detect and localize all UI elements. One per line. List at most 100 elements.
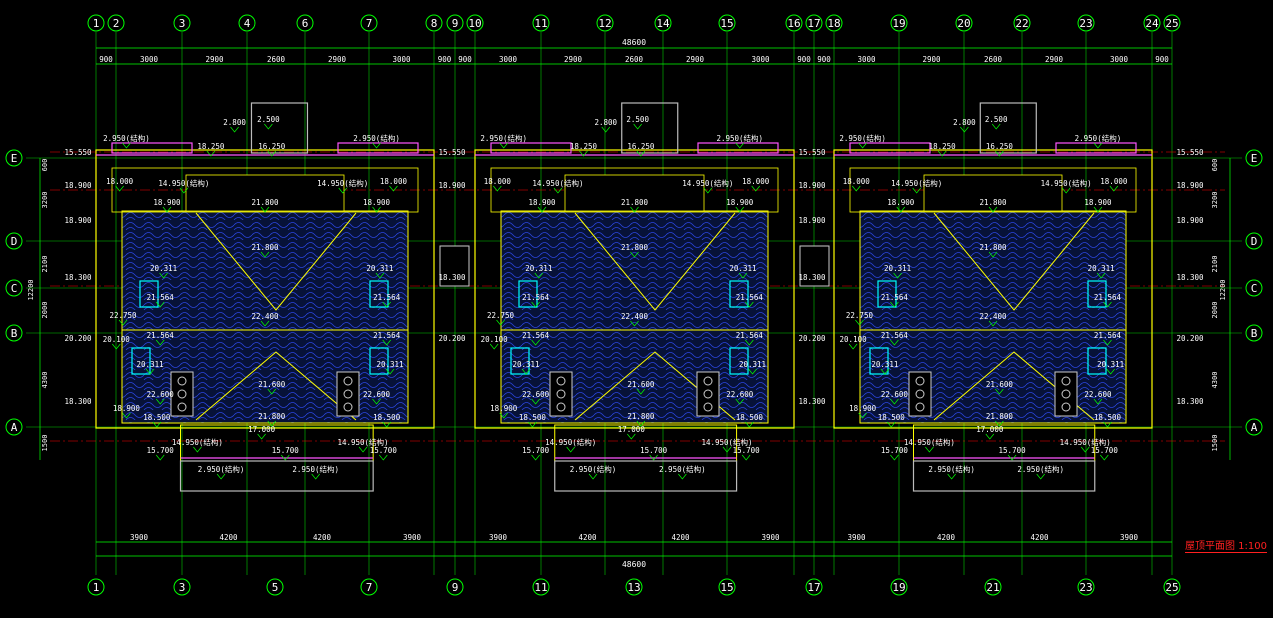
elev-marker [385, 368, 395, 375]
elev-left-14950: 14.950(结构) [158, 178, 209, 188]
elev-left-22600: 22.600 [881, 390, 909, 399]
vent-hole [1061, 389, 1071, 399]
elev-marker [155, 454, 165, 461]
elev-marker [1103, 339, 1112, 346]
elev-bottom-21800: 21.800 [986, 412, 1014, 421]
elev-bottom-2950-r: 2.950(结构) [292, 464, 339, 474]
elev-marker [537, 206, 547, 213]
elev-marker [1007, 454, 1017, 461]
elev-right-21564: 21.564 [1094, 293, 1122, 302]
elev-bottom-15700-l: 15.700 [147, 446, 175, 455]
elev-marker [886, 421, 896, 428]
building-outline [95, 149, 435, 429]
elev-marker [649, 454, 658, 461]
elev-marker [947, 473, 956, 480]
skylight [510, 347, 530, 375]
elev-marker [735, 142, 745, 149]
elev-marker [372, 142, 381, 149]
elev-marker [735, 206, 745, 213]
elev-left-20311: 20.311 [150, 264, 177, 273]
axis-bubble-bottom-circle [984, 578, 1002, 596]
axis-bubble-left: B [11, 327, 18, 340]
elev-marker [179, 187, 189, 194]
dim-top-segment: 900 [99, 55, 113, 64]
elev-marker [382, 339, 391, 346]
skylight [369, 347, 389, 375]
elev-marker [493, 185, 502, 192]
vent-hole [703, 376, 713, 386]
elev-marker [155, 301, 165, 308]
elev-marker [260, 206, 270, 213]
axis-bubble-bottom: 9 [452, 581, 459, 594]
elev-gap2-row2: 18.900 [798, 216, 826, 225]
skylight [518, 280, 538, 308]
elev-left-14950: 14.950(结构) [532, 178, 583, 188]
elev-balcony-right: 2.950(结构) [716, 133, 763, 143]
elev-marker [855, 319, 864, 326]
elev-marker [531, 339, 540, 346]
elev-eave-17000: 17.000 [248, 425, 276, 434]
stair-head [439, 245, 470, 287]
skylight [729, 347, 749, 375]
axis-bubble-right-circle [1245, 324, 1263, 342]
elev-right-18500: 18.500 [1094, 413, 1122, 422]
elev-bottom-15700-r: 15.700 [733, 446, 761, 455]
hip-ridge-upper [574, 212, 736, 311]
dim-bottom-segment: 3900 [1120, 533, 1139, 542]
elev-left-18500: 18.500 [519, 413, 547, 422]
axis-bubble-top-circle [238, 14, 256, 32]
vent-hole [177, 389, 187, 399]
tile-roof-area [121, 210, 409, 424]
elev-marker [162, 206, 172, 213]
dim-left-segment: 4300 [41, 372, 49, 389]
elev-marker [531, 454, 540, 461]
elev-right-21564: 21.564 [736, 293, 764, 302]
axis-bubble-left: D [11, 235, 18, 248]
elev-bottom-14950-l: 14.950(结构) [545, 437, 596, 447]
elev-gap1-e: 15.550 [438, 148, 466, 157]
elev-center-22400: 22.400 [621, 312, 649, 321]
elev-center-22400: 22.400 [251, 312, 279, 321]
dim-bottom-segment: 4200 [313, 533, 332, 542]
elev-bottom-15700-l: 15.700 [522, 446, 550, 455]
axis-bubble-bottom: 7 [366, 581, 373, 594]
elev-marker [579, 150, 588, 157]
axis-bubble-bottom-circle [87, 578, 105, 596]
elev-bottom-21564-left: 21.564 [522, 331, 550, 340]
axis-bubble-right: E [1251, 152, 1258, 165]
elev-marker [995, 388, 1004, 395]
axis-bubble-top-circle [805, 14, 823, 32]
elev-gap1-b: 20.200 [438, 334, 466, 343]
elev-gap1-c: 18.300 [438, 273, 466, 282]
vent-hole [915, 402, 925, 412]
axis-bubble-right: A [1251, 421, 1258, 434]
elev-left-22750: 22.750 [109, 311, 137, 320]
dim-bottom-segment: 4200 [1030, 533, 1049, 542]
axis-bubble-bottom: 25 [1165, 581, 1178, 594]
elev-marker [260, 320, 270, 327]
chimney-vent [696, 371, 720, 417]
elev-marker [264, 123, 273, 130]
elev-left-20100: 20.100 [103, 335, 131, 344]
skylight [139, 280, 159, 308]
dim-total-bottom: 48600 [622, 560, 646, 569]
elev-ridge-mid: 21.800 [979, 243, 1007, 252]
axis-bubble-top-circle [1013, 14, 1031, 32]
elev-marker [960, 126, 969, 133]
roof-unit-1 [95, 102, 435, 492]
vent-hole [703, 389, 713, 399]
elev-marker [893, 272, 902, 279]
elev-marker [521, 368, 531, 375]
elev-marker [118, 319, 128, 326]
hip-ridge-upper [195, 212, 357, 311]
elev-marker [630, 206, 639, 213]
elev-top-bay: 2.500 [257, 115, 280, 124]
roof-unit-3 [833, 102, 1153, 492]
elev-marker [1036, 473, 1045, 480]
elev-bottom-15700-r: 15.700 [370, 446, 398, 455]
elev-eave-17000: 17.000 [976, 425, 1004, 434]
elev-marker [880, 368, 890, 375]
elev-left-20311-b: 20.311 [512, 360, 539, 369]
upper-light-well [185, 174, 345, 212]
